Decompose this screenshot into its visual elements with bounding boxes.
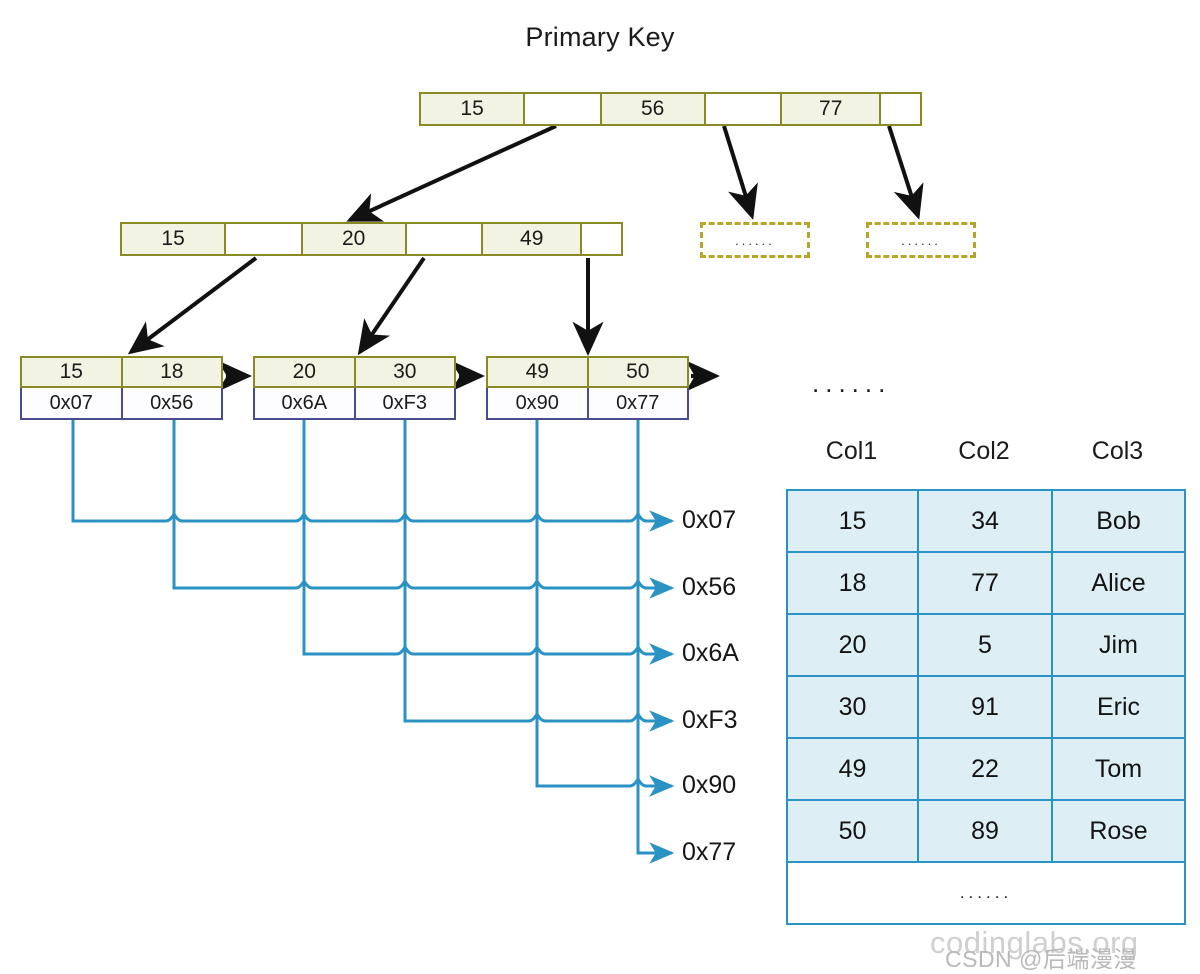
root-cell-key-4[interactable]: 77 bbox=[782, 94, 882, 124]
table-cell: Tom bbox=[1051, 737, 1186, 801]
internal-cell-key-4[interactable]: 49 bbox=[483, 224, 583, 254]
table-cell: 22 bbox=[917, 737, 1053, 801]
table-cell: Alice bbox=[1051, 551, 1186, 615]
root-cell-key-2[interactable]: 56 bbox=[601, 94, 706, 124]
leaf-node-1-pointer-0[interactable]: 0x07 bbox=[22, 388, 123, 418]
table-cell: 15 bbox=[786, 489, 919, 553]
table-cell: 5 bbox=[917, 613, 1053, 677]
placeholder-subtree-2: ...... bbox=[866, 222, 976, 258]
internal-cell-pointer-3[interactable] bbox=[406, 224, 484, 254]
row-pointer-label-0x77: 0x77 bbox=[682, 838, 737, 866]
edge-root-to-placeholder-1 bbox=[722, 125, 758, 220]
internal-node: 15 20 49 bbox=[120, 222, 623, 256]
table-cell: Eric bbox=[1051, 675, 1186, 739]
watermark-user: CSDN @后端漫漫 bbox=[945, 946, 1137, 972]
table-cell: 91 bbox=[917, 675, 1053, 739]
root-cell-pointer-5[interactable] bbox=[881, 94, 921, 124]
table-row[interactable]: 49 22 Tom bbox=[786, 737, 1186, 801]
wire-0xF3 bbox=[403, 420, 675, 732]
table-more-cell: ...... bbox=[786, 861, 1186, 925]
row-pointer-label-0x6A: 0x6A bbox=[682, 639, 739, 667]
leaf-node-3-key-1[interactable]: 50 bbox=[588, 358, 687, 386]
table-cell: 30 bbox=[786, 675, 919, 739]
edge-root-to-placeholder-2 bbox=[887, 125, 924, 220]
leaf-node-2-key-0[interactable]: 20 bbox=[255, 358, 356, 386]
table-cell: 50 bbox=[786, 799, 919, 863]
table-row[interactable]: 20 5 Jim bbox=[786, 613, 1186, 677]
leaf-node-2: 20 30 0x6A 0xF3 bbox=[253, 356, 456, 420]
leaf-node-3: 49 50 0x90 0x77 bbox=[486, 356, 689, 420]
watermark-site: codinglabs.org bbox=[930, 925, 1139, 960]
leaf-node-2-pointer-0[interactable]: 0x6A bbox=[255, 388, 356, 418]
column-header-col2: Col2 bbox=[958, 437, 1010, 465]
row-pointer-label-0xF3: 0xF3 bbox=[682, 706, 738, 734]
table-row-more: ...... bbox=[786, 861, 1186, 925]
leaf-node-1-pointer-row: 0x07 0x56 bbox=[20, 388, 223, 420]
data-table: 15 34 Bob 18 77 Alice 20 5 Jim 30 91 bbox=[786, 489, 1186, 925]
leaf-node-2-pointer-row: 0x6A 0xF3 bbox=[253, 388, 456, 420]
wire-0x6A bbox=[302, 420, 675, 665]
internal-cell-pointer-1[interactable] bbox=[226, 224, 303, 254]
table-cell: Jim bbox=[1051, 613, 1186, 677]
wire-0x07 bbox=[71, 420, 675, 532]
table-row[interactable]: 50 89 Rose bbox=[786, 799, 1186, 863]
row-pointer-label-0x07: 0x07 bbox=[682, 506, 737, 534]
leaf-node-2-key-row: 20 30 bbox=[253, 356, 456, 388]
table-cell: 20 bbox=[786, 613, 919, 677]
leaf-node-1: 15 18 0x07 0x56 bbox=[20, 356, 223, 420]
table-cell: 77 bbox=[917, 551, 1053, 615]
leaf-node-3-pointer-0[interactable]: 0x90 bbox=[488, 388, 589, 418]
root-cell-pointer-3[interactable] bbox=[705, 94, 783, 124]
root-node: 15 56 77 bbox=[419, 92, 922, 126]
placeholder-subtree-1: ...... bbox=[700, 222, 810, 258]
internal-cell-key-0[interactable]: 15 bbox=[122, 224, 227, 254]
edge-internal-to-leaf-1 bbox=[127, 256, 258, 355]
table-cell: 34 bbox=[917, 489, 1053, 553]
table-row[interactable]: 15 34 Bob bbox=[786, 489, 1186, 553]
root-cell-key-0[interactable]: 15 bbox=[421, 94, 526, 124]
column-header-col3: Col3 bbox=[1091, 437, 1144, 465]
wire-0x77 bbox=[636, 420, 675, 864]
leaf-node-2-key-1[interactable]: 30 bbox=[355, 358, 454, 386]
leaf-node-3-pointer-1[interactable]: 0x77 bbox=[588, 388, 687, 418]
row-pointer-label-0x56: 0x56 bbox=[682, 573, 737, 601]
leaf-node-3-key-row: 49 50 bbox=[486, 356, 689, 388]
wire-0x90 bbox=[535, 420, 675, 797]
leaf-node-2-pointer-1[interactable]: 0xF3 bbox=[355, 388, 454, 418]
leaf-node-3-pointer-row: 0x90 0x77 bbox=[486, 388, 689, 420]
leaf-node-1-key-row: 15 18 bbox=[20, 356, 223, 388]
page-title: Primary Key bbox=[525, 22, 675, 52]
wire-0x56 bbox=[172, 420, 675, 599]
edge-root-to-internal bbox=[346, 124, 557, 222]
leaf-node-3-key-0[interactable]: 49 bbox=[488, 358, 589, 386]
leaf-node-1-key-0[interactable]: 15 bbox=[22, 358, 123, 386]
leaf-node-1-key-1[interactable]: 18 bbox=[122, 358, 221, 386]
data-table-headers: Col1 Col2 Col3 bbox=[786, 437, 1184, 466]
table-cell: Rose bbox=[1051, 799, 1186, 863]
internal-cell-key-2[interactable]: 20 bbox=[302, 224, 407, 254]
leaf-chain-ellipsis: ...... bbox=[812, 368, 892, 398]
table-cell: 18 bbox=[786, 551, 919, 615]
column-header-col1: Col1 bbox=[825, 437, 878, 465]
table-row[interactable]: 30 91 Eric bbox=[786, 675, 1186, 739]
leaf-node-1-pointer-1[interactable]: 0x56 bbox=[122, 388, 221, 418]
edge-internal-to-leaf-2 bbox=[357, 256, 426, 356]
table-row[interactable]: 18 77 Alice bbox=[786, 551, 1186, 615]
root-cell-pointer-1[interactable] bbox=[525, 94, 602, 124]
table-cell: 49 bbox=[786, 737, 919, 801]
table-cell: Bob bbox=[1051, 489, 1186, 553]
table-cell: 89 bbox=[917, 799, 1053, 863]
internal-cell-pointer-5[interactable] bbox=[582, 224, 622, 254]
row-pointer-label-0x90: 0x90 bbox=[682, 771, 737, 799]
